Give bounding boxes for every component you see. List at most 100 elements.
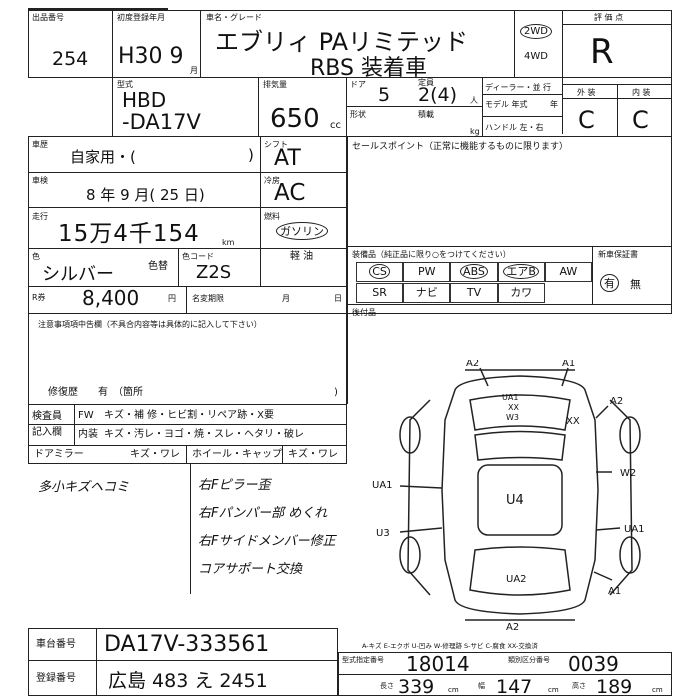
mark-xx-right: XX (566, 416, 580, 427)
equipment-item: エアB (497, 262, 545, 282)
mark-ua1-right: UA1 (624, 524, 645, 535)
dim-height-value: 189 (596, 676, 633, 698)
mark-u4-center: U4 (506, 493, 524, 508)
dim-width-unit: cm (548, 686, 559, 694)
interior-value: C (632, 106, 649, 134)
equipment-item: TV (450, 283, 498, 303)
capacity-value: 2(4) (418, 84, 458, 106)
recycle-unit: 円 (168, 294, 176, 303)
notes-label: 注意事項項中告欄（不具合内容等は具体的に記入して下さい） (38, 320, 262, 329)
type-value: 18014 (406, 652, 470, 676)
recycle-label: R券 (32, 293, 46, 302)
handwritten-note-3: 右Fパンパー部 めくれ (198, 506, 328, 521)
grade-value: R (590, 32, 614, 72)
mark-a2-bottom: A2 (506, 622, 519, 630)
details-frame (28, 136, 672, 314)
mark-u3-left: U3 (376, 528, 390, 539)
inspector-label-1: 検査員 (32, 411, 62, 422)
exterior-value: C (578, 106, 595, 134)
dim-length-unit: cm (448, 686, 459, 694)
drive-4wd: 4WD (524, 51, 548, 62)
color-value: シルバー (42, 264, 114, 285)
equipment-item: ABS (450, 262, 498, 282)
equipment-item: ナビ (403, 283, 451, 303)
repair-close: ) (334, 387, 338, 398)
equipment-item: AW (544, 262, 592, 282)
name-change-month: 月 (282, 294, 290, 303)
interior-label: 内 装 (632, 88, 651, 97)
grade-label: 評 価 点 (594, 13, 624, 22)
fw-items: キズ・補 修・ヒビ割・リペア跡・X要 (104, 410, 275, 421)
mark-roof-2: XX (508, 403, 519, 412)
equipment-item: PW (403, 262, 451, 282)
car-damage-diagram: A2 A1 A2 XX W2 UA1 A1 UA1 U3 U4 UA2 A2 U… (372, 360, 645, 630)
interior-check-label: 内装 (78, 429, 98, 440)
capacity-unit: 人 (470, 96, 478, 105)
dim-length-label: 長さ (380, 682, 394, 690)
model-type-1: HBD (122, 88, 167, 112)
displacement-value: 650 (270, 104, 320, 134)
handwritten-note-1: 多小キズヘコミ (38, 480, 130, 495)
dim-height-label: 高さ (572, 682, 586, 690)
category-value: 0039 (568, 652, 619, 676)
first-reg-label: 初度登録年月 (117, 13, 165, 22)
inspector-frame (28, 404, 347, 464)
interior-check-items: キズ・汚レ・ヨゴ・焼・スレ・ヘタリ・破レ (104, 429, 304, 440)
chassis-label: 車台番号 (36, 639, 76, 650)
handle-label: ハンドル 左・右 (485, 123, 544, 132)
wheel-items: キズ・ワレ (288, 449, 338, 460)
dealer-label: ディーラー・並 行 (485, 83, 551, 92)
handwritten-note-4: 右Fサイドメンバー修正 (198, 534, 336, 549)
mark-ua1-left: UA1 (372, 480, 393, 491)
displacement-label: 排気量 (263, 80, 287, 89)
shape-label: 形状 (350, 110, 366, 119)
name-change-label: 名変期限 (192, 294, 224, 303)
reg-label: 登録番号 (36, 673, 76, 684)
first-reg-value: H30 9 (118, 44, 184, 69)
model-type-2: -DA17V (122, 110, 201, 134)
inspection-label: 車検 (32, 176, 48, 185)
model-name-label: 車名・グレード (206, 13, 262, 22)
cooler-label: 冷房 (264, 176, 280, 185)
new-car-label: 新車保証書 (598, 250, 638, 259)
shift-value: AT (274, 146, 301, 171)
load-label: 積載 (418, 110, 434, 119)
model-grade: RBS 装着車 (310, 56, 427, 81)
recycle-value: 8,400 (82, 286, 140, 310)
equipment-item: CS (356, 262, 404, 282)
lot-label: 出品番号 (32, 13, 64, 22)
model-year-unit: 年 (550, 100, 558, 109)
footer-frame (28, 628, 338, 696)
history-label: 車歴 (32, 140, 48, 149)
mark-roof-3: W3 (506, 413, 519, 422)
post-equipment-label: 後付品 (352, 308, 376, 317)
mark-ua2-center: UA2 (506, 574, 527, 585)
handwritten-note-2: 右Fピラー歪 (198, 478, 271, 493)
inspection-value: 8 年 9 月( 25 日) (86, 186, 205, 204)
model-type-label: 型式 (117, 80, 133, 89)
name-change-day: 日 (334, 294, 342, 303)
warranty-yes: 有 (600, 274, 619, 292)
divider (112, 10, 113, 78)
mirror-items: キズ・ワレ (130, 449, 180, 460)
history-close: ) (248, 146, 254, 164)
chassis-value: DA17V-333561 (104, 632, 270, 657)
handwritten-note-5: コアサポート交換 (198, 562, 303, 577)
dim-width-value: 147 (496, 676, 533, 698)
capacity-label: 定員 (418, 78, 434, 87)
color-code-label: 色コード (182, 252, 214, 261)
color-code-value: Z2S (196, 262, 232, 283)
mileage-unit: km (222, 238, 235, 247)
doors-label: ドア (350, 80, 366, 89)
selling-label: セールスポイント（正常に機能するものに限ります） (352, 142, 569, 152)
reg-value: 広島 483 え 2451 (108, 670, 268, 692)
shift-label: シフト (264, 140, 288, 149)
damage-legend: A-キズ E-エクボ U-凹み W-修理跡 S-サビ C-腐食 XX-交換済 (362, 642, 538, 650)
wheel-label: ホイール・キャップ (192, 449, 282, 460)
mark-w2-right: W2 (620, 468, 636, 479)
mirror-label: ドアミラー (34, 449, 84, 460)
mark-a1-top: A1 (562, 360, 575, 369)
mark-a2-top: A2 (466, 360, 479, 369)
